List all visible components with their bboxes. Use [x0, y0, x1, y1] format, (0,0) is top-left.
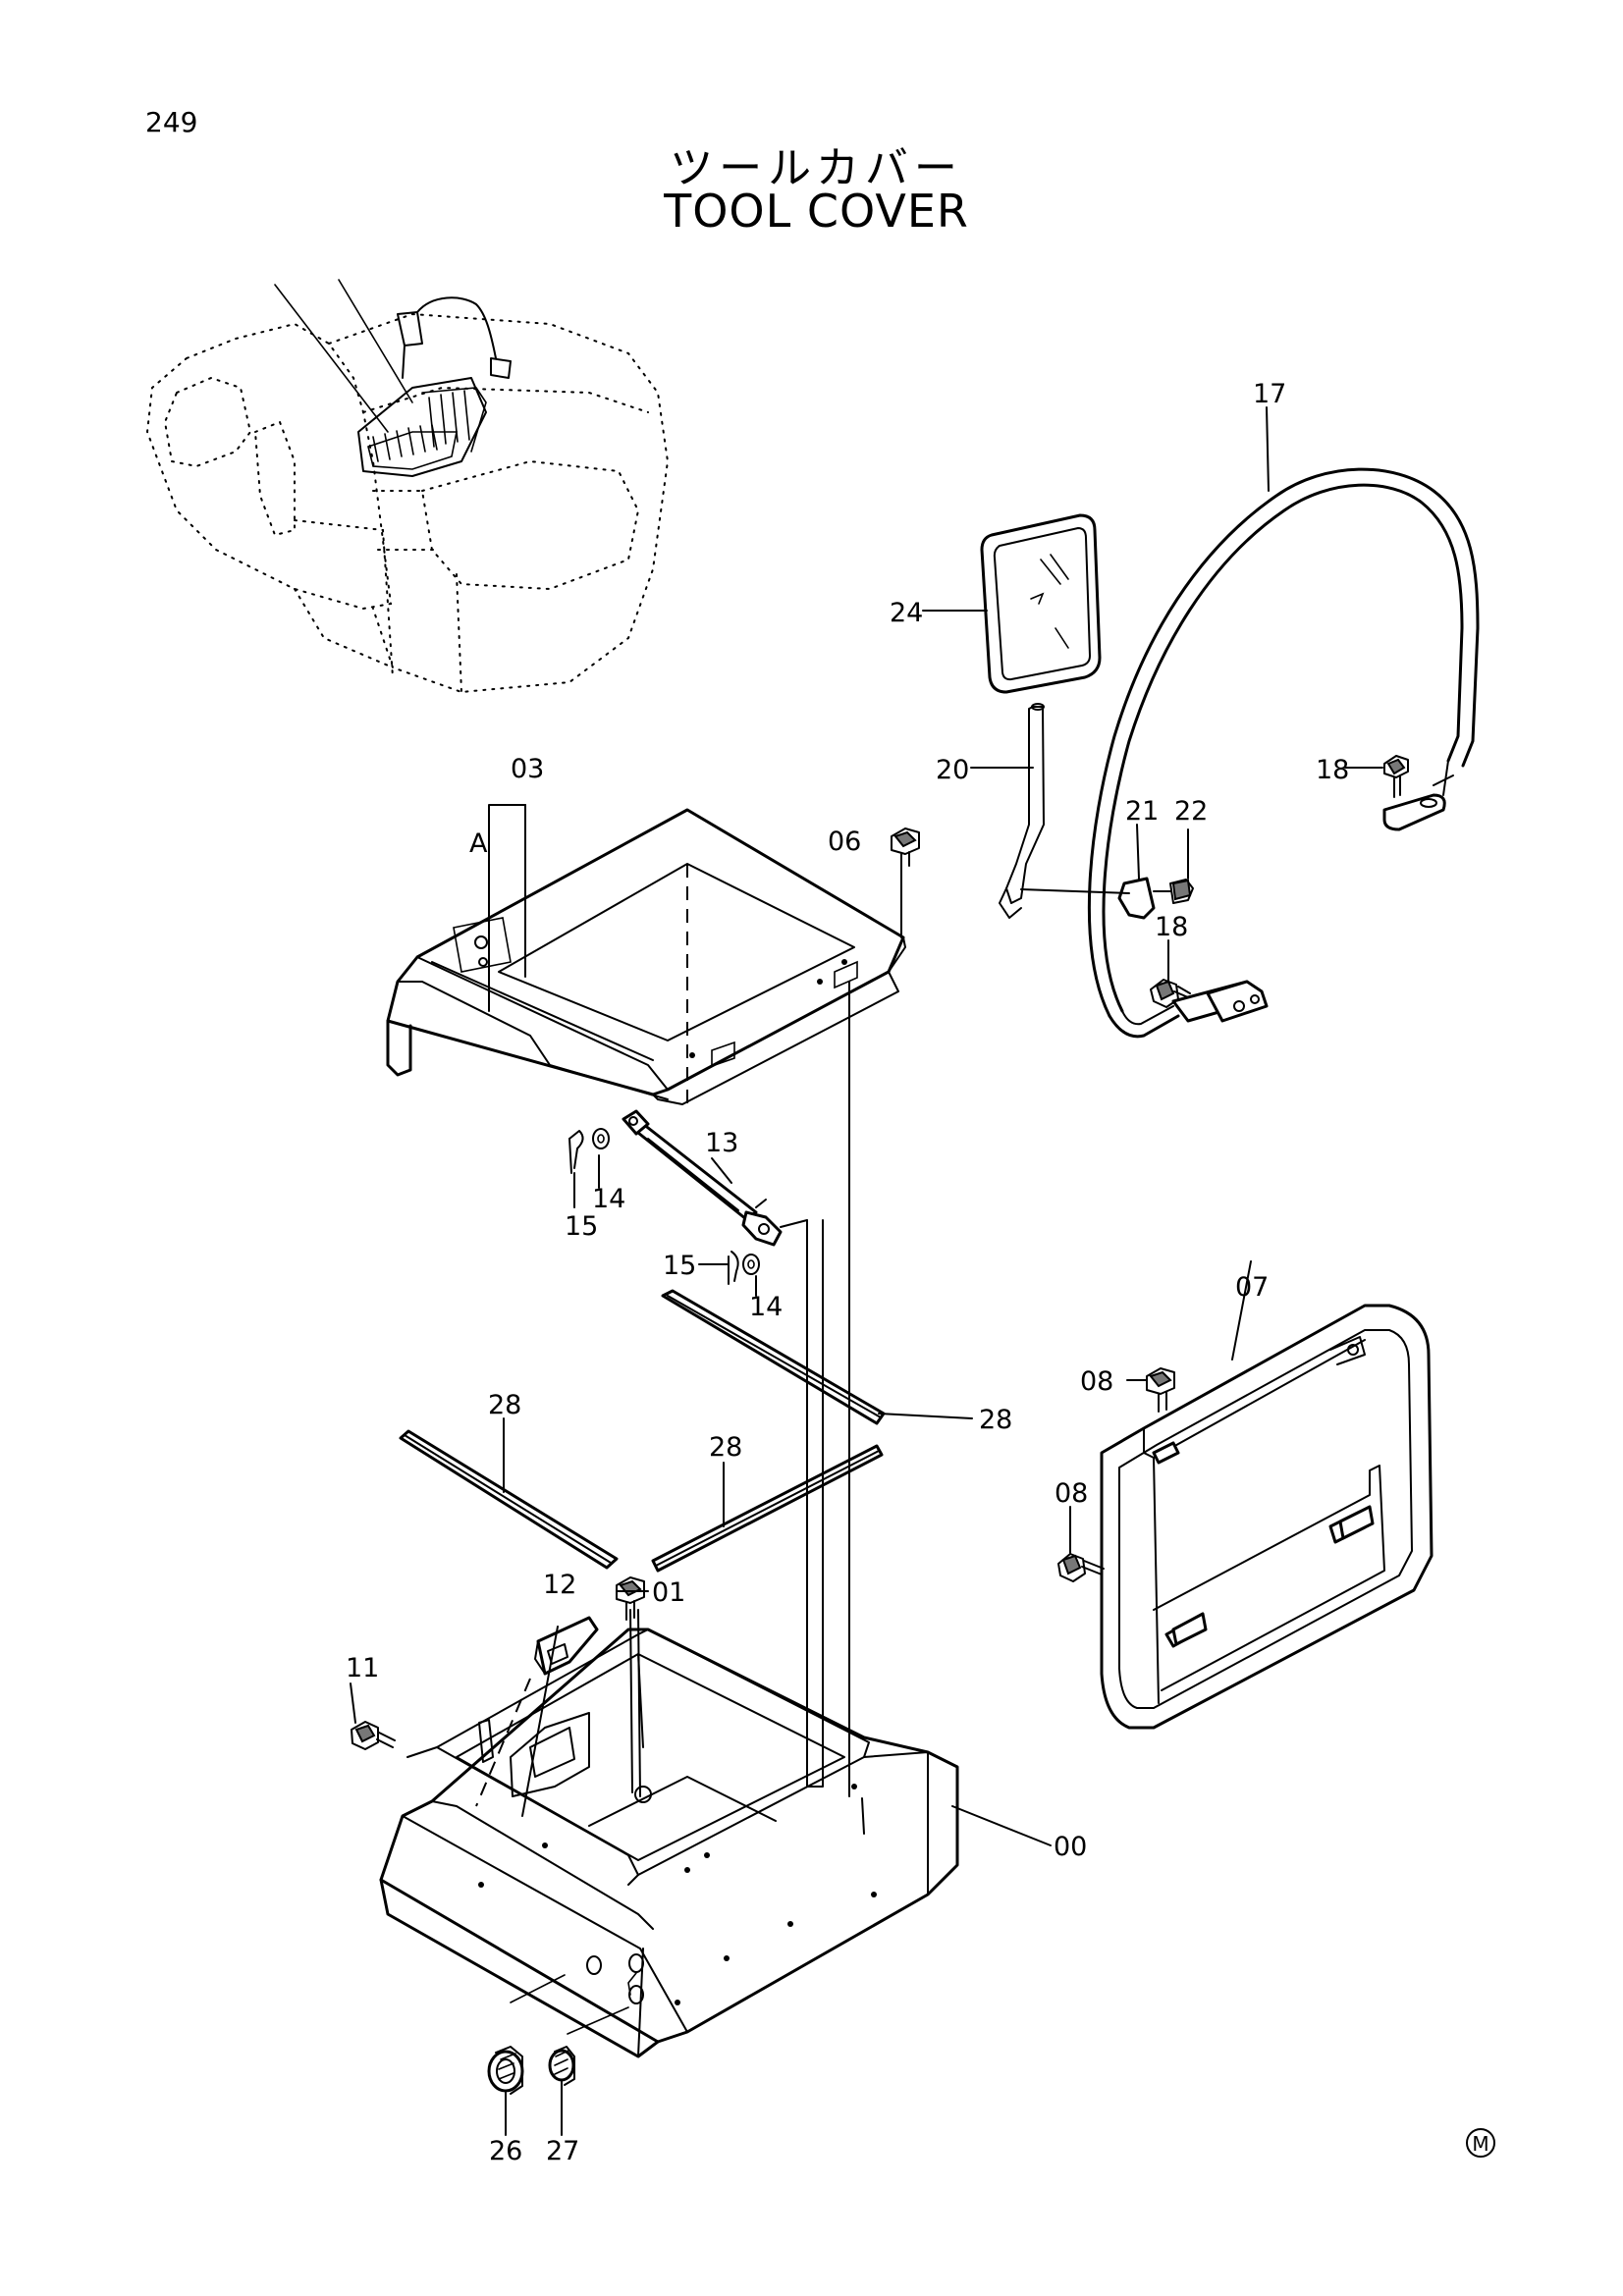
callout-15-lower: 15 — [663, 1251, 696, 1281]
callout-12: 12 — [543, 1570, 576, 1600]
callout-18-upper: 18 — [1316, 755, 1349, 785]
handrail-part — [1087, 467, 1480, 1039]
callout-28-center: 28 — [709, 1432, 742, 1463]
callout-03: 03 — [511, 754, 544, 784]
callout-24: 24 — [890, 598, 923, 628]
callout-07: 07 — [1235, 1272, 1269, 1303]
callout-08-lower: 08 — [1055, 1478, 1088, 1509]
side-door-part — [1100, 1304, 1434, 1730]
bolt-06 — [891, 828, 920, 869]
leader-lines — [350, 406, 1383, 2136]
callout-15-upper: 15 — [565, 1211, 598, 1242]
callout-00: 00 — [1054, 1832, 1087, 1862]
mirror-part — [980, 513, 1102, 694]
callout-01: 01 — [652, 1577, 685, 1608]
callout-27: 27 — [546, 2136, 579, 2166]
seal-strip-parts — [399, 1289, 886, 1573]
part-callouts: 00 01 03 A 06 07 08 08 11 12 13 14 14 15… — [346, 379, 1349, 2166]
callout-20: 20 — [936, 755, 969, 785]
callout-18-lower: 18 — [1155, 912, 1188, 942]
callout-11: 11 — [346, 1653, 379, 1683]
washers-and-pins — [568, 1128, 760, 1285]
callout-06: 06 — [828, 827, 861, 857]
bolt-11 — [351, 1721, 396, 1750]
excavator-overview-illustration — [145, 279, 670, 694]
callout-28-left: 28 — [488, 1390, 521, 1420]
title-english: TOOL COVER — [664, 185, 969, 238]
gas-spring-part — [622, 1109, 783, 1247]
callout-13: 13 — [705, 1128, 738, 1158]
plug-26-and-27 — [487, 1974, 629, 2095]
callout-28-right: 28 — [979, 1405, 1012, 1435]
callout-26: 26 — [489, 2136, 522, 2166]
bracket-12 — [534, 1616, 599, 1676]
page-number: 249 — [145, 106, 198, 138]
callout-14-upper: 14 — [592, 1184, 625, 1214]
callout-17: 17 — [1253, 379, 1286, 409]
m-mark: M — [1466, 2128, 1495, 2158]
clamp-and-bolts — [1117, 755, 1409, 1008]
title-japanese: ツールカバー — [670, 143, 963, 193]
m-mark-letter: M — [1472, 2132, 1488, 2156]
callout-A: A — [469, 828, 488, 859]
callout-14-lower: 14 — [749, 1292, 783, 1322]
callout-08-upper: 08 — [1080, 1366, 1113, 1397]
callout-22: 22 — [1174, 796, 1208, 827]
tool-box-body-part — [379, 1609, 959, 2058]
lid-assembly — [386, 808, 906, 1105]
mirror-stay-part — [999, 703, 1045, 919]
callout-21: 21 — [1125, 796, 1159, 827]
